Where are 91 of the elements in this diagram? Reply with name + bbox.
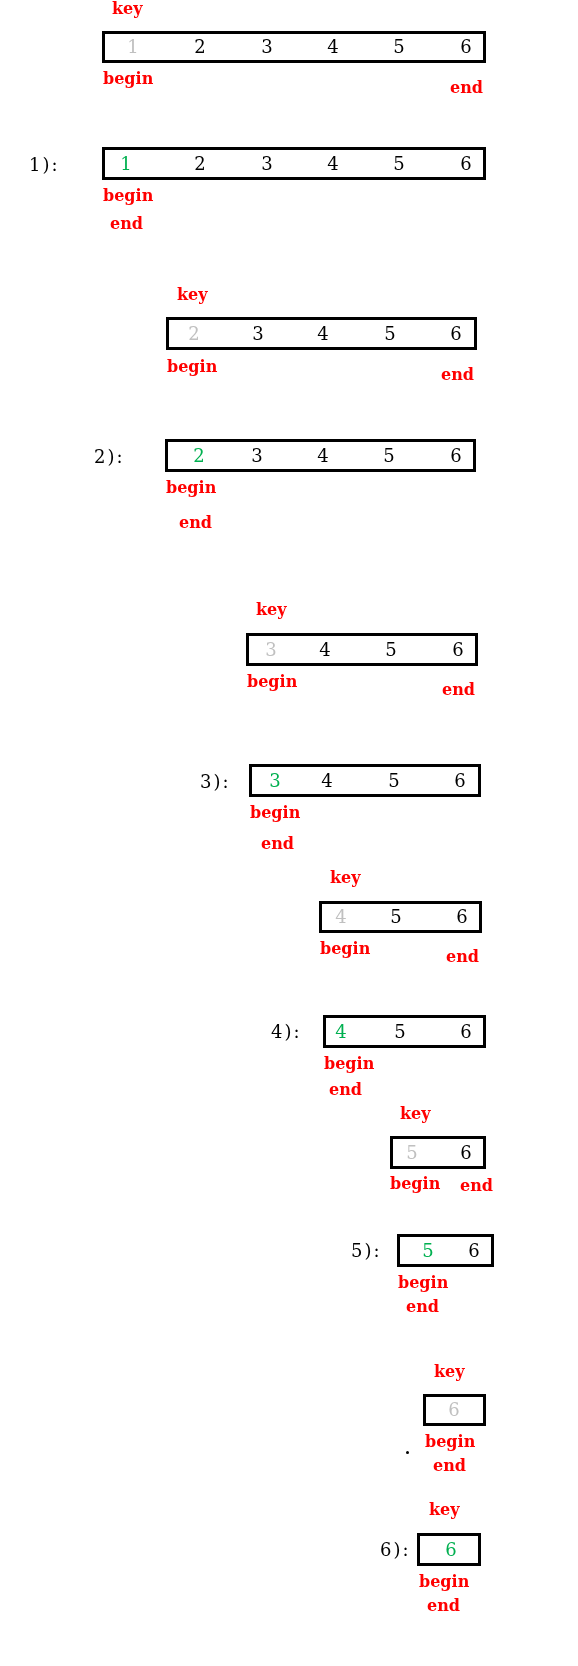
array-value: 4: [317, 324, 329, 343]
pointer-label: begin: [103, 188, 154, 204]
array-value: 6: [460, 1022, 472, 1041]
array-value: 4: [335, 908, 347, 926]
array-value: 4: [317, 446, 329, 465]
pointer-label: end: [450, 80, 483, 96]
pointer-label: begin: [425, 1434, 476, 1450]
array-value: 3: [261, 154, 273, 173]
array-value: 5: [422, 1241, 434, 1260]
array-value: 2: [194, 38, 206, 56]
array-box: [319, 901, 482, 933]
array-box: [165, 439, 476, 472]
pointer-label: begin: [247, 674, 298, 690]
array-box: [323, 1015, 486, 1048]
step-label: 2):: [94, 448, 125, 466]
array-value: 2: [193, 446, 205, 465]
array-value: 6: [450, 324, 462, 343]
pointer-label: key: [256, 602, 287, 618]
pointer-label: begin: [390, 1176, 441, 1192]
pointer-label: key: [112, 1, 143, 17]
pointer-label: begin: [320, 941, 371, 957]
pointer-label: key: [400, 1106, 431, 1122]
pointer-label: end: [406, 1299, 439, 1315]
array-value: 4: [335, 1022, 347, 1041]
array-value: 4: [321, 771, 333, 790]
array-value: 3: [261, 38, 273, 56]
array-value: 5: [385, 640, 397, 659]
pointer-label: end: [261, 836, 294, 852]
pointer-label: end: [441, 367, 474, 383]
array-value: 6: [454, 771, 466, 790]
array-box: [423, 1394, 486, 1426]
array-value: 5: [393, 38, 405, 56]
array-value: 6: [456, 908, 468, 926]
array-box: [102, 31, 486, 63]
pointer-label: begin: [398, 1275, 449, 1291]
array-value: 5: [390, 908, 402, 926]
step-label: 1):: [29, 156, 60, 174]
pointer-label: begin: [419, 1574, 470, 1590]
array-value: 3: [265, 640, 277, 659]
step-label: 4):: [271, 1023, 302, 1041]
array-value: 6: [460, 1143, 472, 1162]
pointer-label: begin: [250, 805, 301, 821]
array-value: 6: [468, 1241, 480, 1260]
array-value: 6: [450, 446, 462, 465]
pointer-label: key: [429, 1502, 460, 1518]
array-box: [166, 317, 477, 350]
array-value: 2: [194, 154, 206, 173]
pointer-label: end: [433, 1458, 466, 1474]
array-value: 6: [460, 38, 472, 56]
array-value: 6: [448, 1401, 460, 1419]
array-value: 6: [445, 1540, 457, 1559]
array-box: [417, 1533, 481, 1566]
array-value: 3: [251, 446, 263, 465]
pointer-label: key: [330, 870, 361, 886]
array-value: 1: [127, 38, 139, 56]
pointer-label: begin: [167, 359, 218, 375]
array-box: [390, 1136, 486, 1169]
step-label: 5):: [351, 1242, 382, 1260]
pointer-label: begin: [166, 480, 217, 496]
pointer-label: end: [427, 1598, 460, 1614]
pointer-label: begin: [103, 71, 154, 87]
array-value: 4: [327, 38, 339, 56]
array-value: 2: [188, 324, 200, 343]
step-label: 3):: [200, 773, 231, 791]
array-value: 3: [269, 771, 281, 790]
array-value: 5: [393, 154, 405, 173]
array-value: 5: [394, 1022, 406, 1041]
array-value: 6: [460, 154, 472, 173]
array-box: [102, 147, 486, 180]
pointer-label: end: [446, 949, 479, 965]
array-value: 4: [327, 154, 339, 173]
array-box: [246, 633, 478, 666]
array-box: [249, 764, 481, 797]
array-value: 5: [406, 1143, 418, 1162]
pointer-label: end: [179, 515, 212, 531]
array-value: 5: [383, 446, 395, 465]
pointer-label: end: [460, 1178, 493, 1194]
pointer-label: begin: [324, 1056, 375, 1072]
array-value: 6: [452, 640, 464, 659]
pointer-label: end: [329, 1082, 362, 1098]
array-value: 5: [384, 324, 396, 343]
array-value: 1: [120, 154, 132, 173]
pointer-label: end: [110, 216, 143, 232]
pointer-label: key: [177, 287, 208, 303]
pointer-label: key: [434, 1364, 465, 1380]
pointer-label: end: [442, 682, 475, 698]
array-box: [397, 1234, 494, 1267]
array-value: 3: [252, 324, 264, 343]
array-value: 4: [319, 640, 331, 659]
array-value: 5: [388, 771, 400, 790]
step-label: 6):: [380, 1541, 411, 1559]
